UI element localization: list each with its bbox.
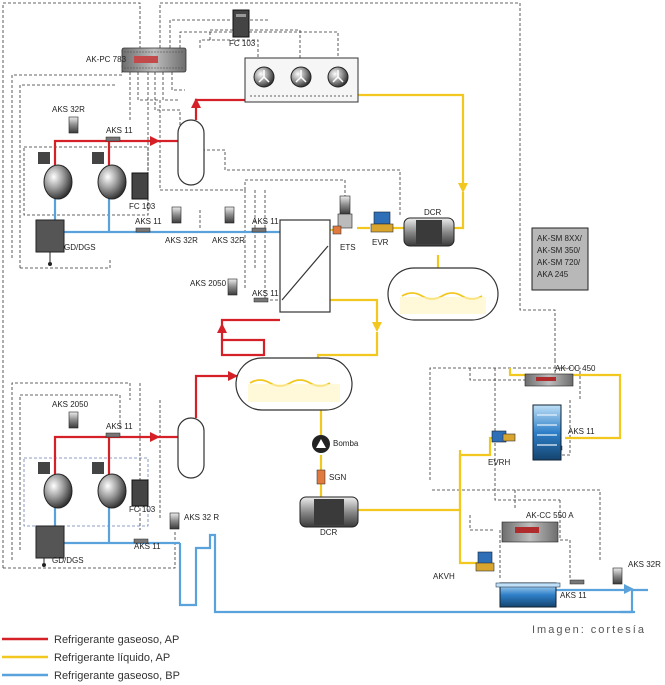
akcc450-controller (524, 373, 574, 387)
label-fc-a: FC 103 (129, 202, 156, 211)
label-fc-b: FC 103 (129, 505, 156, 514)
aksm-line: AK-SM 720/ (537, 258, 581, 267)
flow-arrow-yellow (372, 322, 382, 332)
pump-icon (312, 435, 330, 453)
label-aks32r-e: AKS 32R (628, 560, 661, 569)
fc103-top (232, 9, 250, 38)
label-aks11-c: AKS 11 (252, 217, 279, 226)
label-akpc: AK-PC 783 (86, 55, 127, 64)
aksm-box-text: AK-SM 8XX/ AK-SM 350/ AK-SM 720/ AKA 245 (537, 234, 583, 279)
label-aks11-h: AKS 11 (560, 591, 587, 600)
gas-detector-top (35, 219, 65, 266)
flow-arrow-red (150, 136, 160, 146)
high-pressure-liquid-lines (316, 93, 622, 565)
flow-arrow-yellow (458, 183, 468, 193)
label-dcr-top: DCR (424, 208, 442, 217)
legend-item-lp-gas: Refrigerante gaseoso, BP (54, 670, 180, 682)
label-aks32r-a: AKS 32R (52, 105, 85, 114)
label-aks32r-b: AKS 32R (165, 236, 198, 245)
sgn-sight-glass (316, 469, 326, 485)
oil-separator-bottom (177, 417, 205, 479)
label-evr: EVR (372, 238, 389, 247)
flow-arrow-red (228, 371, 238, 381)
flow-arrow-red (191, 98, 201, 108)
liquid-receiver (387, 267, 499, 321)
label-akcc550: AK-CC 550 A (526, 511, 574, 520)
label-aks11-d: AKS 11 (252, 289, 279, 298)
compressor-group-top (38, 152, 149, 200)
label-aks11-f: AKS 11 (134, 542, 161, 551)
label-akcc450: AK-CC 450 (555, 364, 596, 373)
akvh-valve (475, 551, 495, 572)
condenser (244, 57, 359, 103)
low-pressure-receiver (235, 357, 353, 411)
label-aks2050-b: AKS 2050 (52, 400, 89, 409)
dcr-filter-top (403, 217, 455, 247)
component-labels: AK-PC 783 FC 103 AKS 32R AKS 11 FC 103 A… (52, 39, 661, 600)
legend-item-hp-gas: Refrigerante gaseoso, AP (54, 634, 179, 646)
label-aks11-e: AKS 11 (106, 422, 133, 431)
pressure-transmitters (68, 116, 623, 585)
akpc-controller (121, 47, 187, 73)
label-aks11-b: AKS 11 (135, 217, 162, 226)
freezer-cabinet (495, 582, 561, 608)
display-case (532, 404, 562, 461)
label-ets: ETS (340, 243, 356, 252)
compressor-group-bottom (38, 462, 149, 509)
evr-valve (370, 211, 394, 233)
label-sgn: SGN (329, 473, 347, 482)
dcr-filter-bottom (299, 496, 359, 528)
label-bomba: Bomba (333, 439, 359, 448)
label-aks11-a: AKS 11 (106, 126, 133, 135)
aksm-line: AK-SM 350/ (537, 246, 581, 255)
label-fc-top: FC 103 (229, 39, 256, 48)
ets-valve (332, 195, 353, 235)
label-gd-b: GD/DGS (52, 556, 84, 565)
legend-item-hp-liquid: Refrigerante líquido, AP (54, 652, 170, 664)
legend: Refrigerante gaseoso, AP Refrigerante lí… (2, 634, 180, 682)
image-credit: Imagen: cortesía (532, 624, 646, 636)
flow-arrow-blue (624, 584, 634, 594)
label-aks32r-d: AKS 32 R (184, 513, 219, 522)
aksm-line: AK-SM 8XX/ (537, 234, 583, 243)
heat-exchanger (279, 219, 331, 313)
aksm-line: AKA 245 (537, 270, 569, 279)
akcc550-controller (501, 521, 559, 543)
label-gd-a: GD/DGS (64, 243, 96, 252)
aksm-box (531, 227, 589, 291)
label-aks11-g: AKS 11 (568, 427, 595, 436)
gas-detector-bottom (35, 525, 65, 567)
flow-arrow-red (150, 432, 160, 442)
label-aks2050-a: AKS 2050 (190, 279, 227, 288)
flow-arrow-red (217, 323, 227, 333)
high-pressure-gas-lines (53, 98, 280, 475)
label-evrh: EVRH (488, 458, 510, 467)
label-aks32r-c: AKS 32R (212, 236, 245, 245)
label-akvh: AKVH (433, 572, 455, 581)
label-dcr-bottom: DCR (320, 528, 338, 537)
oil-separator-top (177, 119, 205, 186)
evrh-valve (491, 430, 516, 443)
